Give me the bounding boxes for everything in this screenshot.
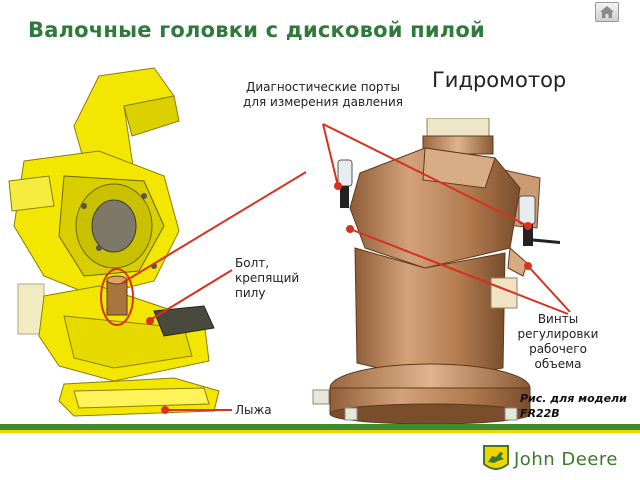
callout-diag-left (322, 123, 339, 187)
hydraulic-motor-illustration (312, 118, 560, 424)
footer-stripe-green (0, 424, 640, 430)
home-icon (600, 6, 614, 18)
callout-zoom (121, 171, 307, 284)
label-blade-bolt: Болт, крепящий пилу (235, 256, 300, 300)
page-title: Валочные головки с дисковой пилой (28, 18, 485, 42)
footer-stripe-yellow (0, 430, 640, 433)
callout-screw-1 (349, 228, 569, 315)
callout-diag-right (322, 123, 529, 227)
home-button[interactable] (595, 2, 619, 22)
motor-heading: Гидромотор (432, 68, 567, 92)
brand-name: John Deere (514, 449, 618, 470)
bolt-highlight (100, 268, 134, 326)
callout-screw-2 (527, 265, 571, 313)
label-diagnostic-ports: Диагностические порты для измерения давл… (243, 80, 403, 109)
figure-caption: Рис. для модели FR22B (520, 392, 627, 420)
deer-logo-icon (483, 445, 509, 470)
callout-bolt (149, 269, 233, 321)
label-displacement-screws: Винты регулировки рабочего объема (517, 312, 599, 371)
label-ski: Лыжа (235, 403, 272, 417)
